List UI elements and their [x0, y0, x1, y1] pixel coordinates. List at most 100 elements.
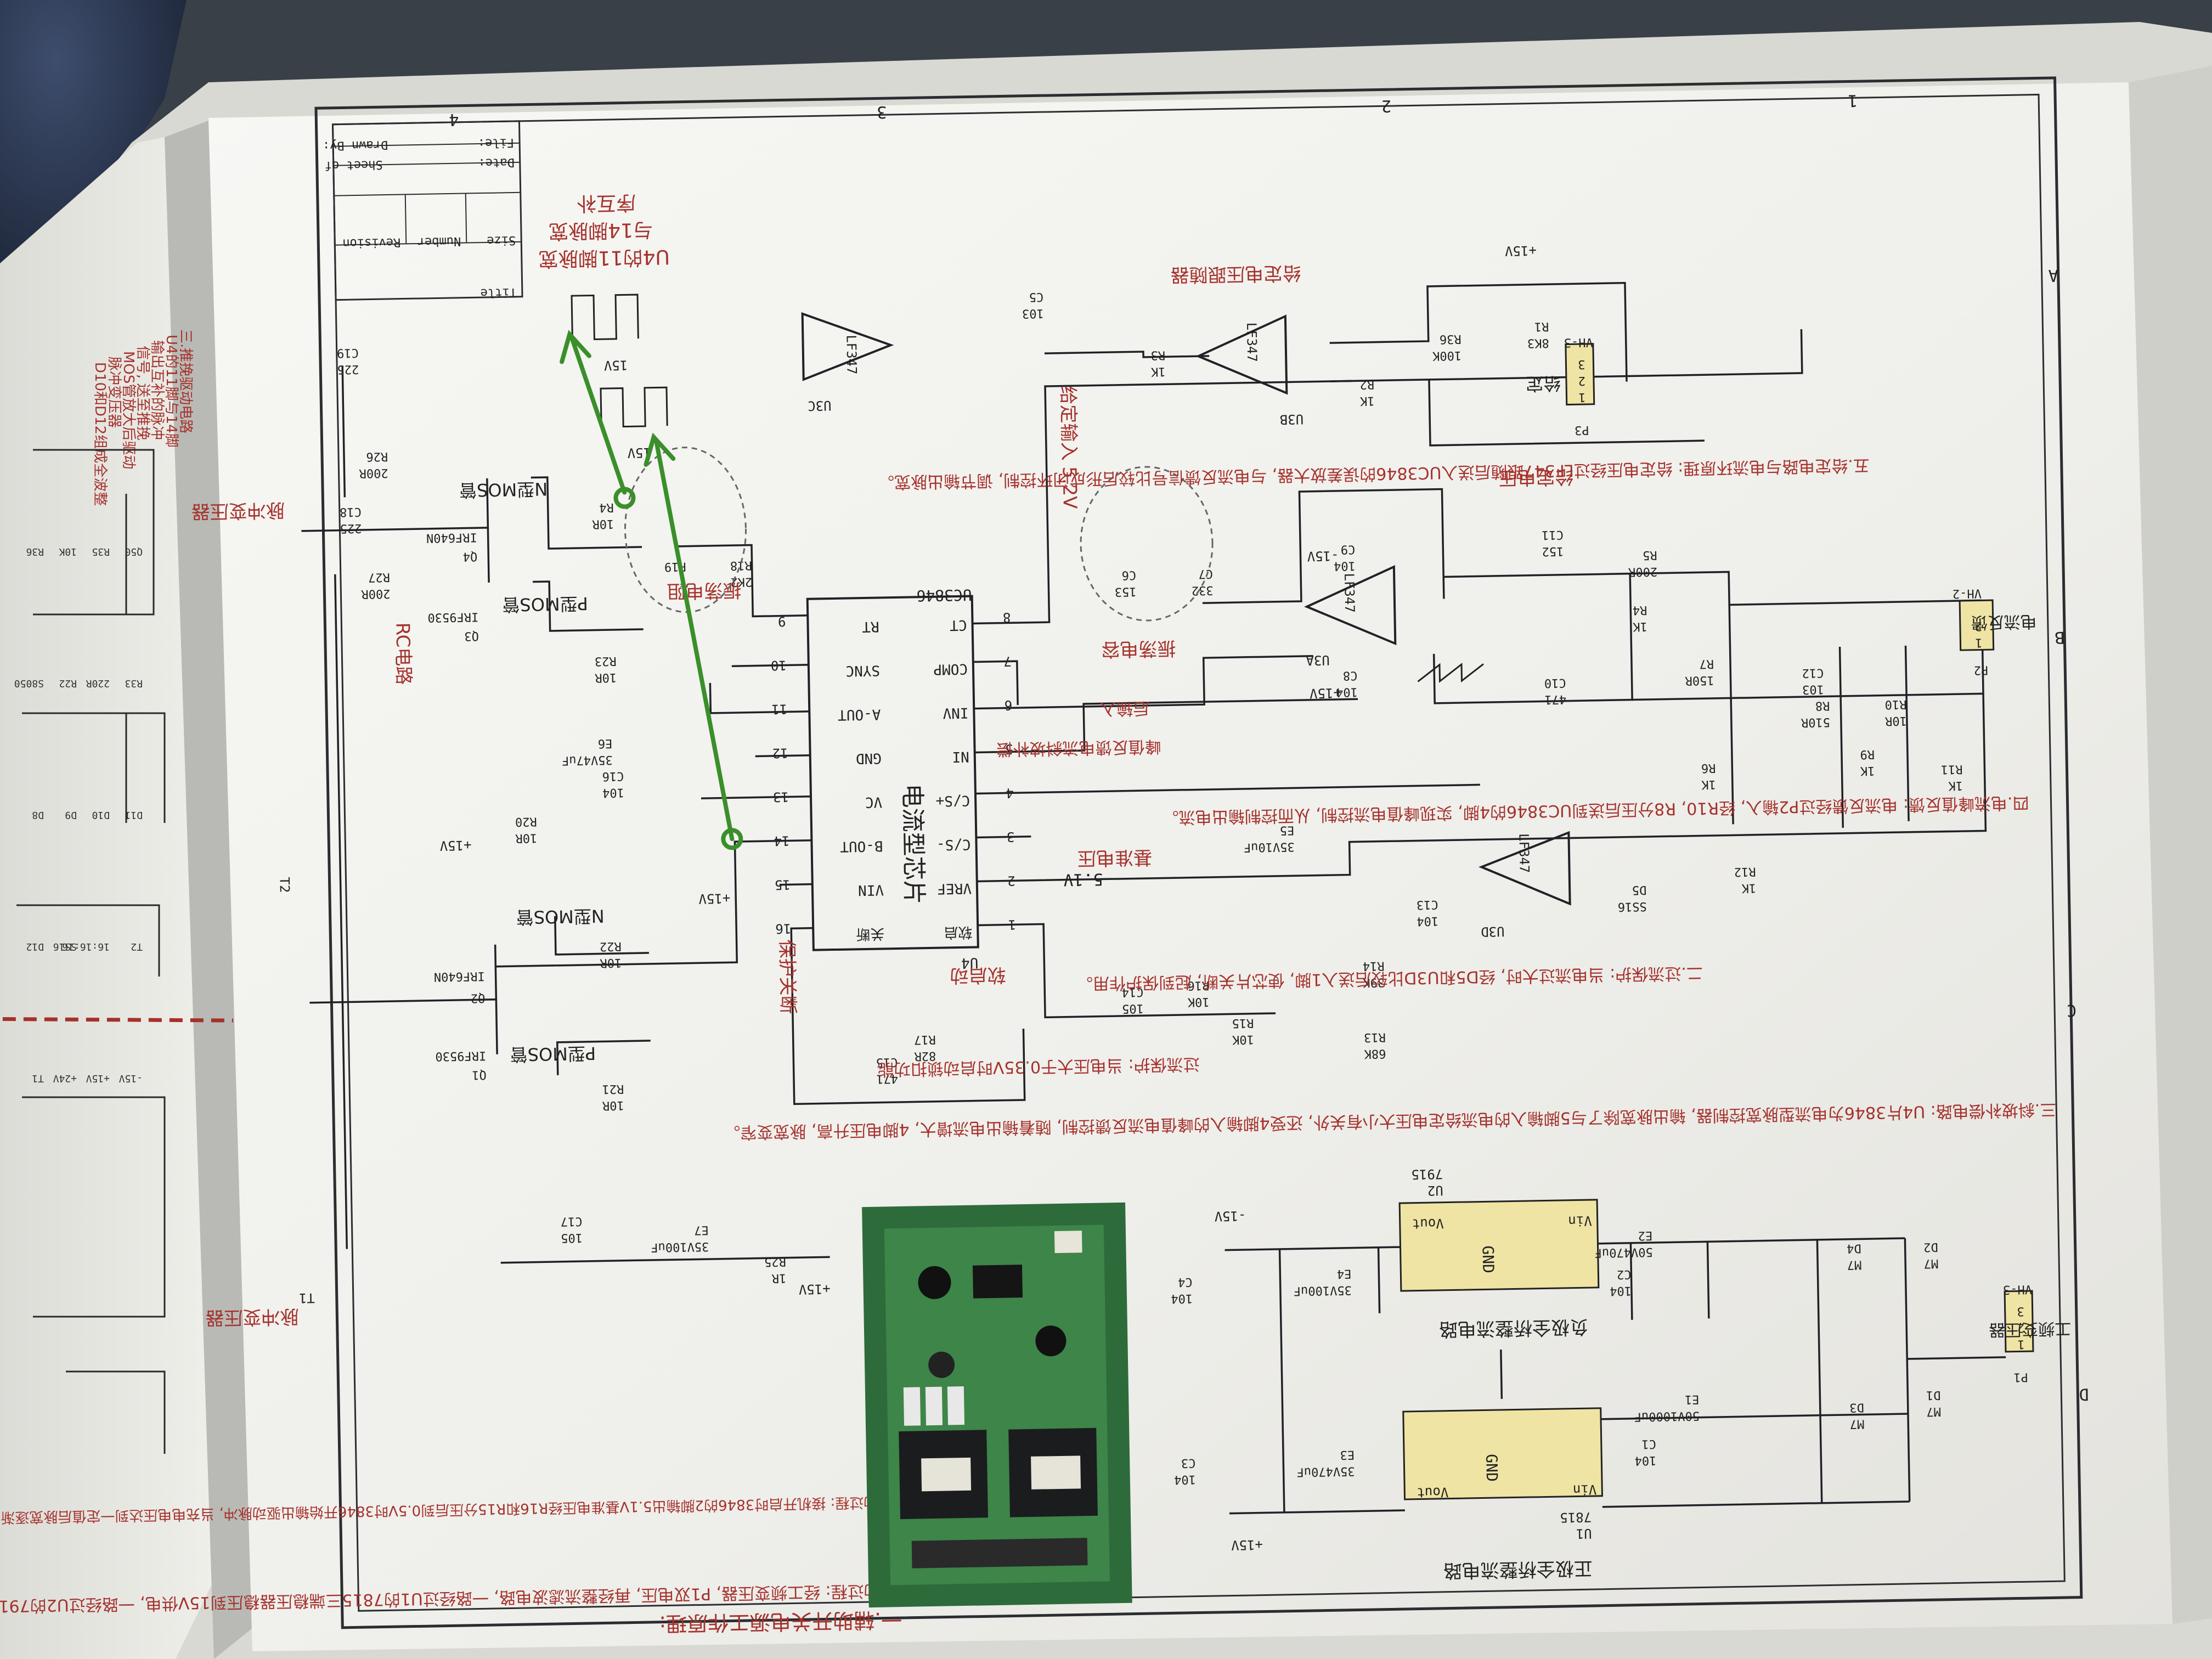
- opamp-u3a-ref: U3A: [1306, 652, 1330, 668]
- grid-col-4: 1: [1848, 91, 1858, 110]
- mosfet-q1-label: P型MOS管: [510, 1043, 596, 1065]
- grid-row-labels: A B C D: [2048, 266, 2089, 1404]
- wave-sawtooth: [1417, 662, 1484, 683]
- left-page-part-label: T2: [131, 941, 143, 952]
- connector-p2-pin2: 2: [1974, 619, 1982, 633]
- component-ref: R8: [1815, 698, 1830, 712]
- connector-p2: P2 VH-2 电流反馈 1 2: [1953, 586, 2037, 676]
- mosfet-q2-ref: Q2: [471, 991, 486, 1005]
- chip-pin-14-number: 14: [774, 833, 789, 849]
- chip-pin-1-name: 软启: [944, 924, 973, 941]
- component-ref: R10: [1884, 697, 1906, 712]
- pcb-capacitor-3: [928, 1351, 955, 1378]
- component-ref: R6: [1701, 761, 1716, 775]
- component-ref: C15: [876, 1055, 898, 1069]
- regulator-u2: U2 7915 Vin GND Vout 负极全桥整流电路: [1398, 1166, 1600, 1340]
- component-ref: C14: [1121, 985, 1143, 999]
- label-follower: 给定电压跟随器: [1170, 262, 1301, 286]
- component-value: 10R: [602, 1098, 624, 1113]
- component-value: 35V100uF: [1294, 1283, 1352, 1298]
- component-ref: R9: [1860, 747, 1875, 761]
- regulator-u1-vin: Vin: [1573, 1482, 1597, 1498]
- component-value: 35V470uF: [1296, 1464, 1355, 1479]
- opamp-u3d-part: LF347: [1516, 833, 1532, 873]
- rail-neg15-pwr: -15V: [1214, 1208, 1246, 1224]
- component-value: 510R: [1801, 715, 1830, 729]
- component-ref: R20: [515, 814, 537, 828]
- component-value: 104: [1171, 1291, 1193, 1306]
- chip-pin-12-name: GND: [856, 749, 882, 766]
- component-value: M7: [1850, 1417, 1865, 1430]
- rail-pos15-pwr: +15V: [1231, 1537, 1263, 1553]
- mosfet-q4-part: IRF640N: [426, 530, 477, 545]
- regulator-u1-label: 正极全桥整流电路: [1443, 1557, 1593, 1582]
- component-value: 1K: [1632, 619, 1647, 633]
- connector-p3: P3 VH-3 给定 1 2 3: [1526, 335, 1595, 437]
- label-u4-note-1: U4的11脚脉宽: [538, 245, 670, 270]
- component-value: 8K3: [1527, 336, 1549, 350]
- opamp-u3a-part: LF347: [1341, 573, 1357, 613]
- mosfet-q1-part: IRF9530: [435, 1048, 486, 1063]
- component-value: 1K: [1860, 764, 1875, 777]
- connector-p2-label: 电流反馈: [1971, 612, 2037, 632]
- opamp-u3c-part: LF347: [843, 335, 859, 375]
- component-value: 2K2: [730, 575, 752, 589]
- grid-col-3: 2: [1381, 96, 1392, 115]
- component-value: 104: [1336, 685, 1358, 699]
- pcb-capacitor-2: [1035, 1325, 1066, 1357]
- left-page-part-label: +15V: [86, 1073, 110, 1084]
- component-value: 10R: [1884, 714, 1907, 728]
- component-ref: C11: [1542, 528, 1564, 542]
- title-block-file: File:: [478, 136, 515, 150]
- label-protect-off: 保护关断: [776, 939, 799, 1014]
- connector-p1: P1 VH-3 工频变压器 1 2 3: [1989, 1282, 2072, 1384]
- component-value: 35V100uF: [651, 1239, 709, 1254]
- chip-pin-14-name: B-OUT: [840, 837, 883, 854]
- connector-p2-pin1: 1: [1975, 635, 1983, 649]
- left-page-note-line: U4的11脚与14脚: [163, 335, 179, 448]
- chip-name: UC3846: [916, 586, 972, 605]
- component-ref: C13: [1417, 898, 1438, 912]
- component-ref: D5: [1632, 883, 1646, 896]
- left-page-note-line: 输出互补的脉冲: [149, 340, 165, 440]
- component-ref: R4: [1633, 603, 1647, 617]
- wave-labels: 15V 15V T1 T2: [276, 357, 651, 1306]
- component-value: 103: [1022, 306, 1044, 320]
- component-ref: C7: [1198, 567, 1213, 580]
- left-page-part-label: D9: [65, 809, 77, 821]
- component-ref: R25: [764, 1255, 786, 1269]
- component-value: 104: [1610, 1284, 1632, 1298]
- component-ref: R11: [1940, 762, 1962, 776]
- left-page-part-label: R35: [92, 546, 110, 557]
- left-page-part-label: 220R: [86, 678, 110, 689]
- left-page-note-line: 三.推挽驱动电路: [177, 329, 194, 433]
- rail-pos15-chip: +15V: [698, 890, 730, 906]
- component-ref: C17: [560, 1214, 582, 1228]
- wave-square-1: [571, 294, 639, 340]
- chip-pin-8-name: CT: [950, 617, 967, 634]
- component-value: 104: [1634, 1453, 1656, 1468]
- label-pulse-tx-bottom: 脉冲变压器: [205, 1305, 299, 1329]
- regulator-u2-ref: U2: [1427, 1183, 1443, 1199]
- component-value: 200R: [360, 586, 390, 601]
- chip-pin-7-name: COMP: [933, 661, 968, 678]
- component-ref: R12: [1734, 865, 1756, 879]
- component-ref: E2: [1638, 1228, 1652, 1242]
- mosfet-q2-part: IRF640N: [434, 969, 485, 984]
- mosfet-q3-part: IRF9530: [427, 610, 478, 624]
- component-ref: D1: [1926, 1388, 1941, 1402]
- left-page-part-label: +24V: [53, 1073, 77, 1084]
- inner-border: [331, 93, 2066, 1612]
- mosfet-q3-label: P型MOS管: [502, 593, 588, 616]
- opamp-u3a: [1304, 565, 1397, 646]
- left-page-part-label: 16:16:16: [62, 941, 110, 952]
- chip-pin-11-name: A-OUT: [838, 706, 881, 723]
- chip-pin-16-name: 关断: [856, 925, 885, 942]
- red-labels: 振荡电阻 振荡电容 基准电压 软启动 保护关断 给定输入 5.2V 给定电压跟随…: [191, 191, 1573, 1329]
- left-page-part-label: 10K: [59, 546, 77, 557]
- regulator-u2-vin: Vin: [1568, 1213, 1592, 1229]
